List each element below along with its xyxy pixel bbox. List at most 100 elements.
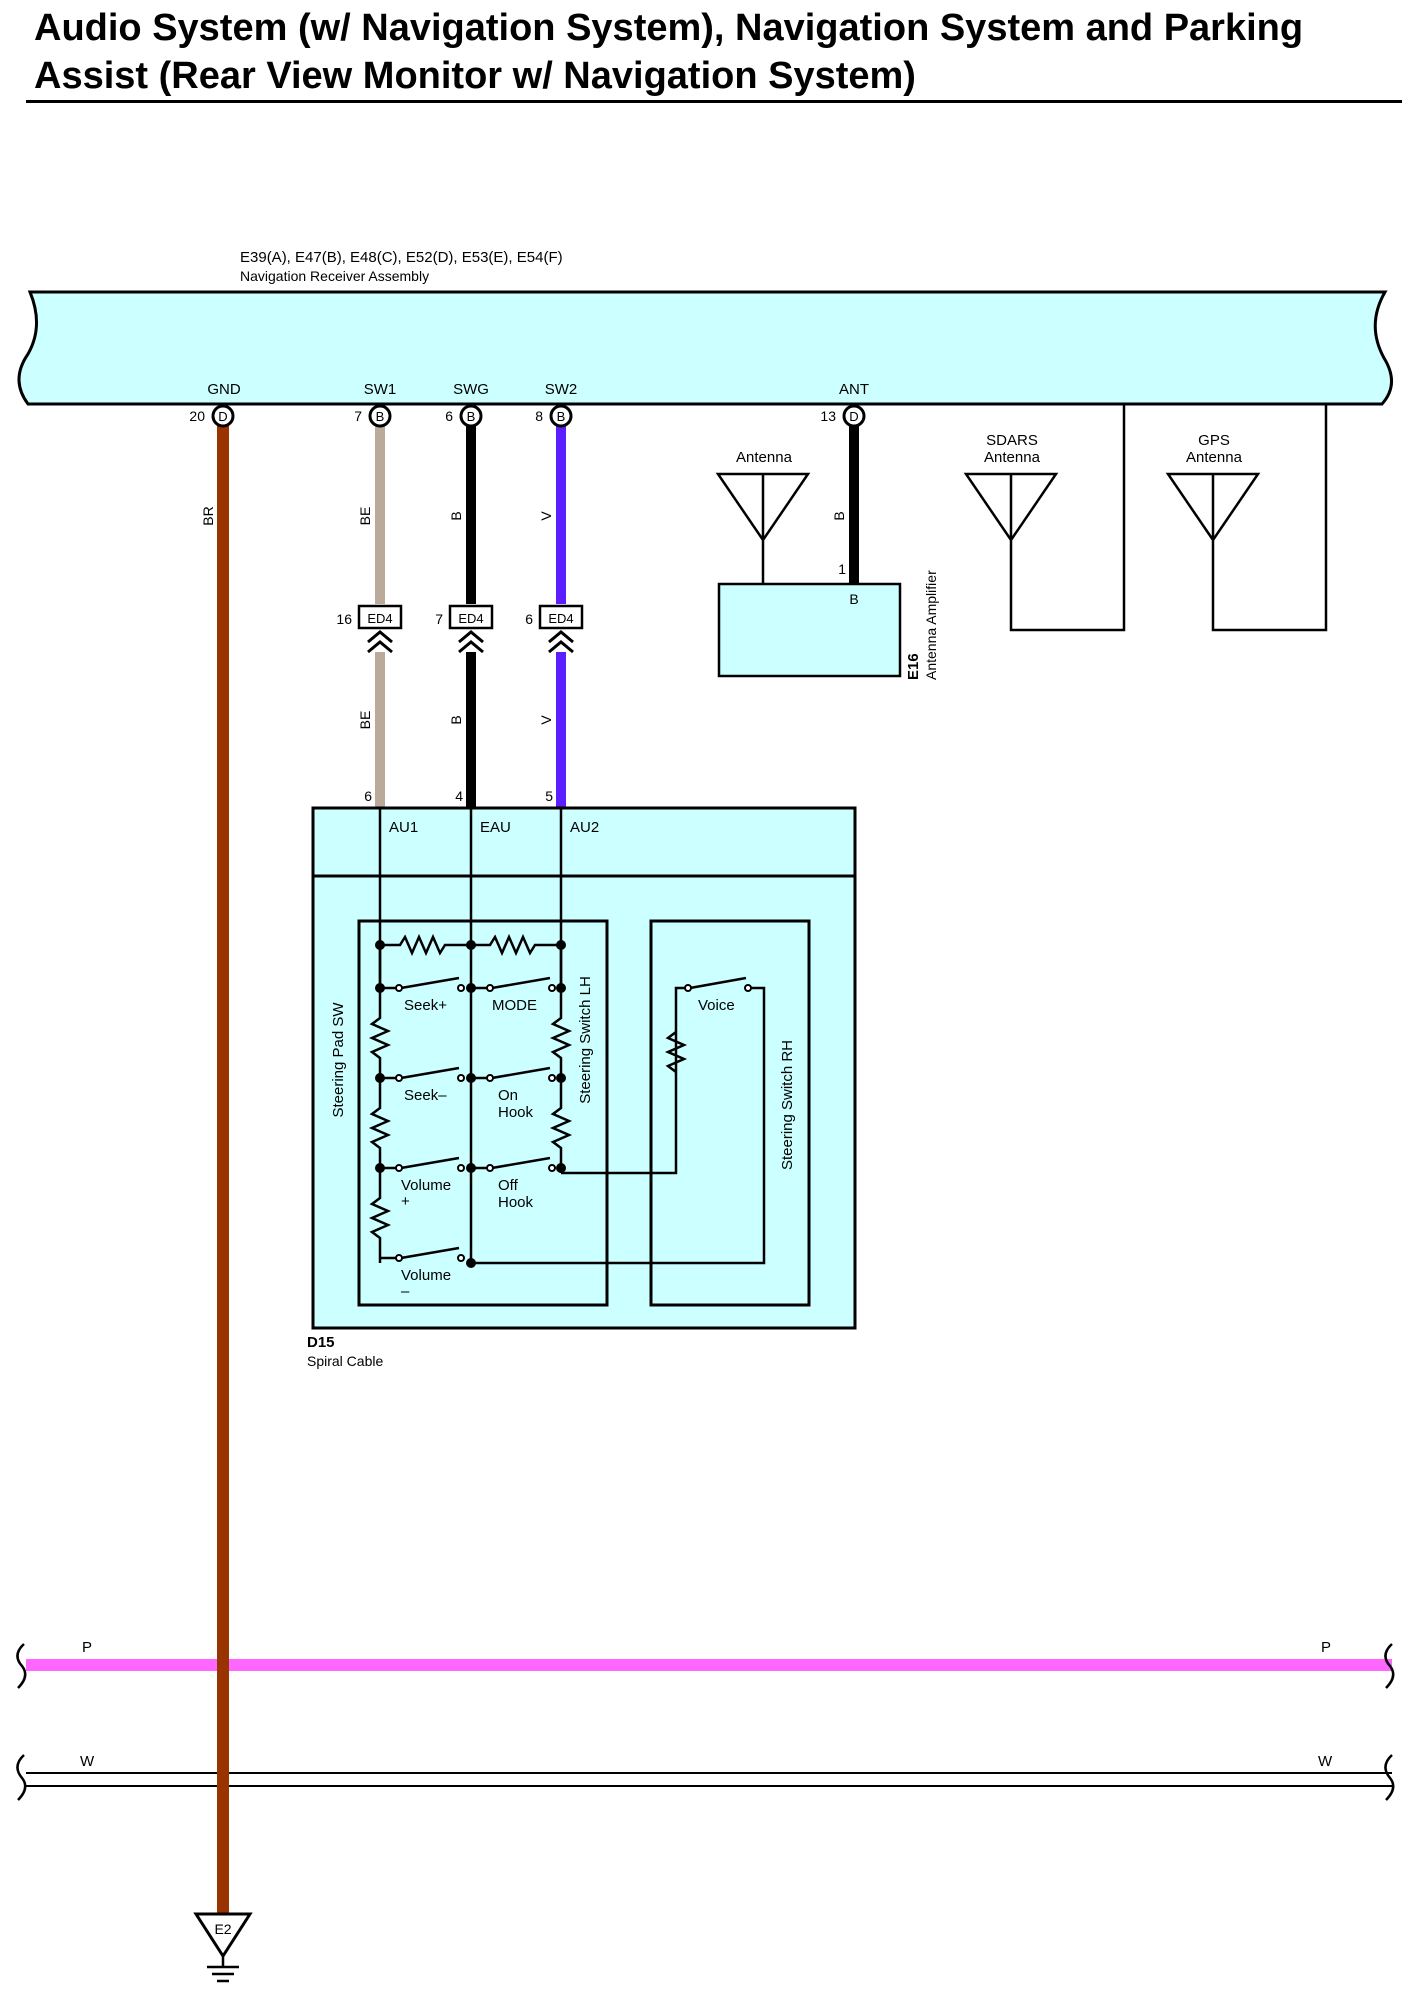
junction-num-3: 6 <box>525 611 533 627</box>
page-title: Audio System (w/ Navigation System), Nav… <box>34 4 1394 100</box>
label-on-hook-2: Hook <box>498 1104 534 1121</box>
pin-conn-sw2: B <box>557 409 566 424</box>
antenna-label: Antenna <box>736 449 793 466</box>
gps-label-2: Antenna <box>1186 449 1243 466</box>
steering-switch-rh-label: Steering Switch RH <box>779 1040 796 1170</box>
amplifier-pin-num: 1 <box>838 561 846 577</box>
label-seek-minus: Seek– <box>404 1087 447 1104</box>
antenna-amplifier-labels: 1 B E16 Antenna Amplifier <box>838 561 939 680</box>
junction-num-2: 7 <box>435 611 443 627</box>
antenna-amplifier-body <box>717 582 902 678</box>
pin-label-swg: SWG <box>453 381 489 398</box>
junction-label-1: ED4 <box>367 611 392 626</box>
spiral-pin-num-au1: 6 <box>364 788 372 804</box>
switch-labels: Seek+ MODE Seek– On Hook Volume + Off Ho… <box>401 997 735 1300</box>
switch-volume-minus <box>380 1246 460 1260</box>
label-volume-plus-2: + <box>401 1193 410 1210</box>
label-mode: MODE <box>492 997 537 1014</box>
wire-label-b-top: B <box>448 511 464 520</box>
antenna-icon <box>715 472 811 584</box>
title-line-2: Assist (Rear View Monitor w/ Navigation … <box>34 55 916 97</box>
junction-box-3 <box>538 604 584 630</box>
sdars-label-1: SDARS <box>986 432 1038 449</box>
junction-chevron-3 <box>548 630 574 654</box>
steering-switch-lh-box <box>357 919 609 1307</box>
pin-label-sw1: SW1 <box>364 381 397 398</box>
bus-p-label-right: P <box>1321 1639 1331 1656</box>
pin-num-sw2: 8 <box>535 408 543 424</box>
junction-box-2 <box>448 604 494 630</box>
wire-label-be-bottom: BE <box>357 711 373 730</box>
bus-w-break-left <box>16 1754 27 1801</box>
steering-switch-rh-box <box>649 919 811 1307</box>
voice-connection <box>471 976 766 1265</box>
spiral-pin-num-au2: 5 <box>545 788 553 804</box>
junction-connectors: 16 ED4 7 ED4 6 ED4 <box>336 604 584 654</box>
label-voice: Voice <box>698 997 735 1014</box>
pin-conn-sw1: B <box>376 409 385 424</box>
left-resistor-ladder <box>368 945 392 1263</box>
wire-label-br: BR <box>200 506 216 525</box>
junction-label-3: ED4 <box>548 611 573 626</box>
pin-label-ant: ANT <box>839 381 869 398</box>
gps-label-1: GPS <box>1198 432 1230 449</box>
terminal-sw1 <box>368 404 392 428</box>
pin-num-ant: 13 <box>820 408 836 424</box>
gps-antenna-icon <box>1165 404 1328 632</box>
junction-chevron-2 <box>458 630 484 654</box>
spiral-pin-label-au2: AU2 <box>570 819 599 836</box>
wire-label-v-bottom: V <box>538 715 554 725</box>
ground-triangle <box>193 1912 253 1959</box>
label-seek-plus: Seek+ <box>404 997 447 1014</box>
pin-num-swg: 6 <box>445 408 453 424</box>
sdars-label-2: Antenna <box>984 449 1041 466</box>
label-volume-minus-2: – <box>401 1283 410 1300</box>
navigation-receiver: E39(A), E47(B), E48(C), E52(D), E53(E), … <box>17 249 1393 406</box>
bus-p-break-left <box>16 1643 27 1689</box>
receiver-body <box>17 290 1393 406</box>
switch-circuit-dots <box>375 940 566 1268</box>
junction-label-2: ED4 <box>458 611 483 626</box>
title-line-1: Audio System (w/ Navigation System), Nav… <box>34 7 1304 49</box>
label-on-hook-1: On <box>498 1087 518 1104</box>
terminal-gnd <box>211 404 235 428</box>
sdars-antenna-icon <box>963 404 1126 632</box>
bus-w-label-right: W <box>1318 1753 1333 1770</box>
pin-conn-swg: B <box>467 409 476 424</box>
ground-label: E2 <box>214 1921 231 1937</box>
terminal-ant <box>842 404 866 428</box>
receiver-name: Navigation Receiver Assembly <box>240 268 429 284</box>
pin-num-gnd: 20 <box>189 408 205 424</box>
terminal-sw2 <box>549 404 573 428</box>
receiver-terminals: 20 D 7 B 6 B 8 B 13 D <box>189 404 866 428</box>
pin-conn-ant: D <box>849 409 858 424</box>
wire-label-ant: B <box>831 511 847 520</box>
title-underline <box>26 100 1402 103</box>
bus-p-break-right <box>1384 1643 1395 1689</box>
label-volume-minus-1: Volume <box>401 1267 451 1284</box>
junction-num-1: 16 <box>336 611 352 627</box>
antenna-group: Antenna SDARS Antenna GPS Antenna <box>715 404 1328 678</box>
switch-circuit <box>368 808 766 1265</box>
switch-contact-open <box>395 984 752 1262</box>
pin-label-gnd: GND <box>207 381 241 398</box>
amplifier-code: E16 <box>905 653 922 680</box>
steering-switch-lh-label: Steering Switch LH <box>577 976 594 1104</box>
amplifier-pin-conn: B <box>849 591 858 607</box>
pin-label-sw2: SW2 <box>545 381 578 398</box>
ground-e2: E2 <box>193 1912 253 1983</box>
wire-labels: BR BE B V BE B V B <box>200 506 847 729</box>
label-volume-plus-1: Volume <box>401 1177 451 1194</box>
spiral-pin-label-au1: AU1 <box>389 819 418 836</box>
pin-conn-gnd: D <box>218 409 227 424</box>
junction-box-1 <box>357 604 403 630</box>
junction-chevron-1 <box>367 630 393 654</box>
bus-w-label-left: W <box>80 1753 95 1770</box>
spiral-pin-label-eau: EAU <box>480 819 511 836</box>
spiral-cable-name: Spiral Cable <box>307 1353 383 1369</box>
label-off-hook-1: Off <box>498 1177 519 1194</box>
spiral-cable-code: D15 <box>307 1334 335 1351</box>
ground-icon <box>207 1956 239 1983</box>
terminal-swg <box>459 404 483 428</box>
